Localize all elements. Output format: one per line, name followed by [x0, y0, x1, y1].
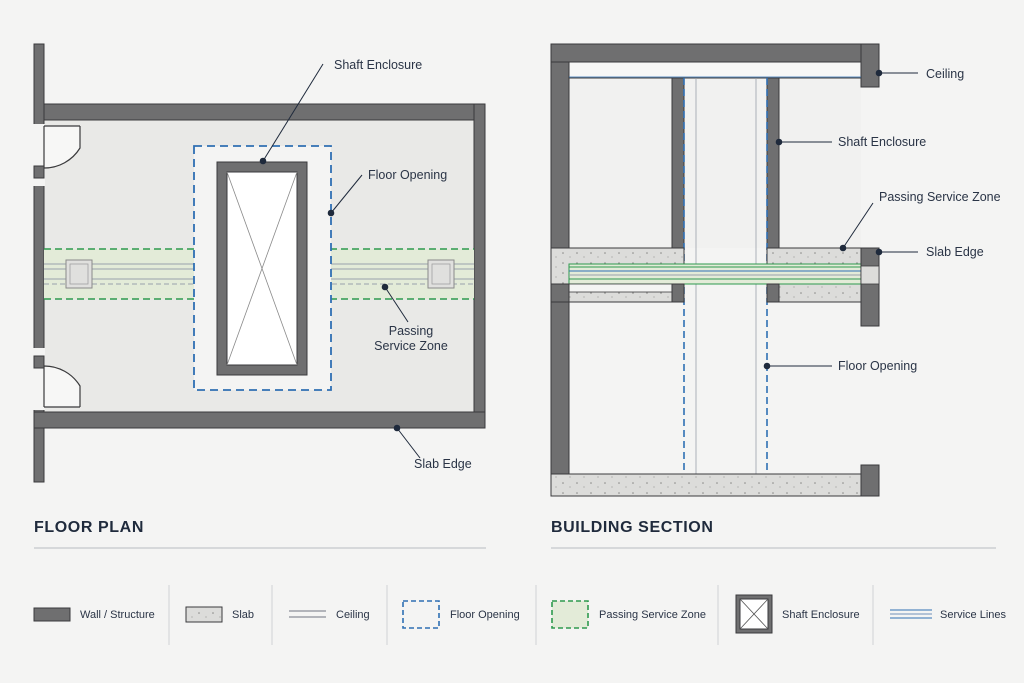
- service-zone-swatch-icon: [551, 600, 589, 629]
- legend-item-floor-opening: Floor Opening: [402, 600, 520, 629]
- floor-plan-right-wall: [473, 103, 486, 413]
- legend-label-floor-opening: Floor Opening: [450, 609, 520, 621]
- legend-item-slab: Slab: [185, 606, 254, 623]
- building-section-title: BUILDING SECTION: [551, 519, 714, 536]
- section-shaft-wall-right: [766, 77, 780, 249]
- legend-item-shaft: Shaft Enclosure: [735, 594, 860, 634]
- floor-plan-slab-edge-label: Slab Edge: [414, 457, 472, 471]
- section-shaft-wall-left: [671, 77, 685, 249]
- legend-label-slab: Slab: [232, 609, 254, 621]
- section-slab-edge-label: Slab Edge: [926, 245, 984, 259]
- legend-label-ceiling: Ceiling: [336, 609, 370, 621]
- section-top-right-wall: [860, 43, 880, 88]
- section-ceiling-label: Ceiling: [926, 67, 964, 81]
- wall-swatch-icon: [33, 607, 71, 622]
- section-shaft-enclosure-label: Shaft Enclosure: [838, 135, 926, 149]
- legend-label-shaft: Shaft Enclosure: [782, 609, 860, 621]
- floor-plan: Shaft Enclosure Floor Opening Passing Se…: [33, 43, 486, 483]
- legend-item-wall: Wall / Structure: [33, 607, 155, 622]
- section-service-lines: [569, 266, 861, 280]
- floor-plan-title: FLOOR PLAN: [34, 519, 144, 536]
- floor-plan-shaft-enclosure-label: Shaft Enclosure: [334, 58, 422, 72]
- section-top-slab: [550, 43, 880, 63]
- floor-plan-slab-edge: [33, 411, 486, 429]
- legend-item-ceiling: Ceiling: [289, 609, 370, 621]
- service-lines-swatch-icon: [890, 609, 932, 619]
- floor-plan-service-zone-label-line1: Passing: [389, 324, 434, 338]
- floor-plan-floor-opening-label: Floor Opening: [368, 168, 447, 182]
- legend: Wall / Structure Slab Ceiling Floor Open…: [33, 585, 1007, 645]
- section-floor-opening-label: Floor Opening: [838, 359, 917, 373]
- legend-item-service-zone: Passing Service Zone: [551, 600, 706, 629]
- slab-swatch-icon: [185, 606, 223, 623]
- legend-label-wall: Wall / Structure: [80, 609, 155, 621]
- section-slab-edge: [860, 247, 880, 327]
- legend-label-service-lines: Service Lines: [940, 609, 1007, 621]
- ceiling-swatch-icon: [289, 610, 326, 618]
- section-ceiling: [568, 61, 862, 79]
- section-service-zone-label: Passing Service Zone: [879, 190, 1001, 204]
- shaft-enclosure-swatch-icon: [735, 594, 773, 634]
- section-bottom-slab: [550, 473, 880, 497]
- legend-item-service-lines: Service Lines: [890, 609, 1007, 621]
- legend-label-service-zone: Passing Service Zone: [599, 609, 706, 621]
- building-section: Ceiling Shaft Enclosure Passing Service …: [550, 43, 1001, 497]
- floor-plan-top-wall: [43, 103, 486, 121]
- floor-plan-service-zone-label-line2: Service Zone: [374, 339, 448, 353]
- floor-opening-swatch-icon: [402, 600, 440, 629]
